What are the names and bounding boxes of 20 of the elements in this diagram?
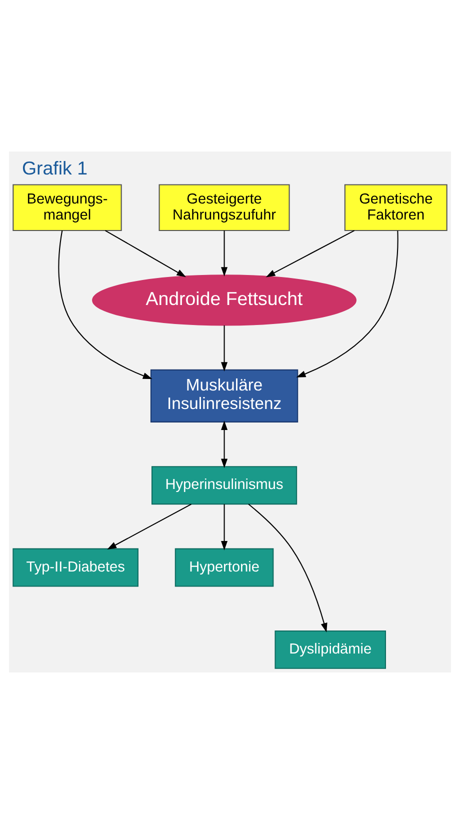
node-box: Bewegungs- mangel xyxy=(12,184,122,230)
arrow xyxy=(296,230,398,377)
arrow xyxy=(220,324,228,371)
arrow xyxy=(220,420,228,468)
arrow xyxy=(265,230,354,277)
arrow xyxy=(106,503,192,549)
node-box: Dyslipidämie xyxy=(274,630,386,668)
node-box: Hyperinsulinismus xyxy=(150,466,297,504)
arrow xyxy=(220,230,228,276)
diagram-title: Grafik 1 xyxy=(22,157,87,178)
arrow xyxy=(58,230,152,379)
arrow xyxy=(248,503,327,632)
node-box: Gesteigerte Nahrungszufuhr xyxy=(158,184,290,230)
node-box: Genetische Faktoren xyxy=(344,184,447,230)
node-box: Muskuläre Insulinresistenz xyxy=(150,368,298,422)
arrow xyxy=(220,504,228,550)
node-box: Hypertonie xyxy=(174,548,274,586)
node-box: Typ-II-Diabetes xyxy=(12,548,138,586)
arrow xyxy=(104,230,186,277)
node-ellipse: Androide Fettsucht xyxy=(92,274,356,326)
